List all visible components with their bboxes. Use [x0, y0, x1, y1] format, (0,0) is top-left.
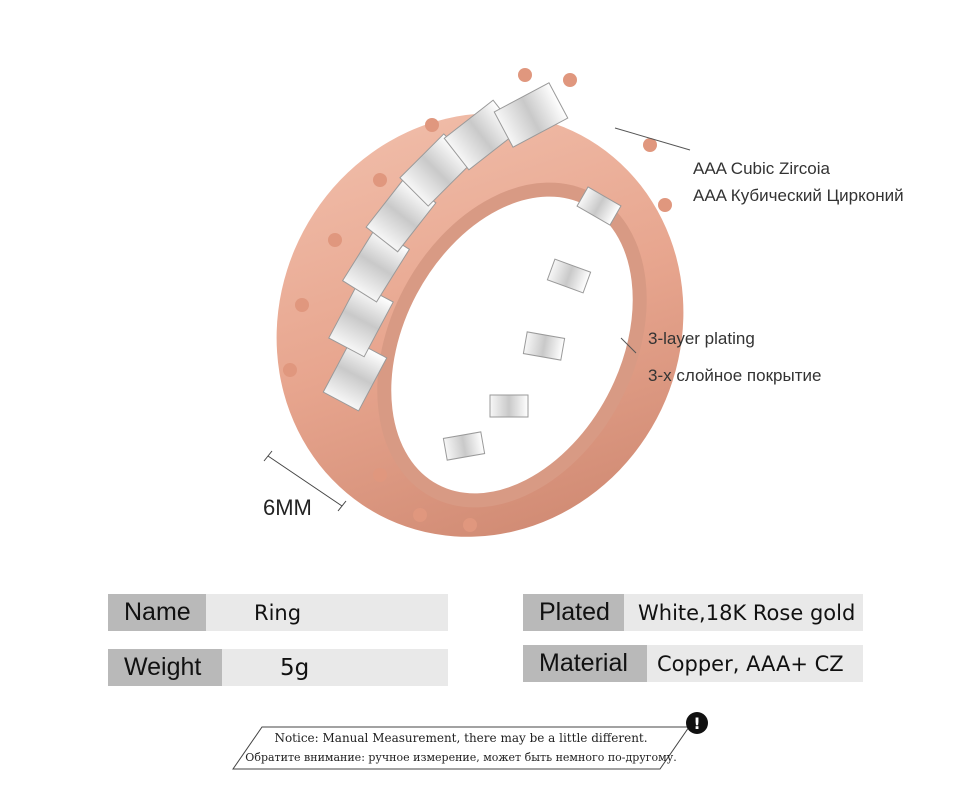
- ring-illustration: [276, 68, 684, 537]
- zircon-leader-line: [614, 127, 691, 151]
- spec-value-plated: White,18K Rose gold: [624, 594, 863, 631]
- spec-value-name: Ring: [206, 594, 448, 631]
- prongs: [283, 68, 672, 532]
- spec-value-weight: 5g: [222, 649, 448, 686]
- width-dimension-label: 6MM: [263, 495, 312, 520]
- stone-row: [322, 82, 569, 412]
- spec-row-plated: Plated White,18K Rose gold: [523, 594, 863, 631]
- plating-callout-en: 3-layer plating: [648, 329, 755, 348]
- plating-leader-line: [620, 337, 637, 354]
- spec-row-weight: Weight 5g: [108, 649, 448, 686]
- plating-callout-ru: 3-х слойное покрытие: [648, 366, 822, 385]
- spec-label-material: Material: [523, 645, 647, 682]
- spec-row-material: Material Copper, AAA+ CZ: [523, 645, 863, 682]
- zircon-callout-ru: AAA Кубический Цирконий: [693, 186, 904, 205]
- notice-frame: [232, 726, 690, 770]
- measurement-notice: Notice: Manual Measurement, there may be…: [232, 726, 690, 770]
- notice-text-en: Notice: Manual Measurement, there may be…: [274, 731, 648, 745]
- notice-text-ru: Обратите внимание: ручное измерение, мож…: [245, 751, 677, 764]
- spec-label-weight: Weight: [108, 649, 222, 686]
- zircon-callout-en: AAA Cubic Zircoia: [693, 159, 830, 178]
- spec-value-material: Copper, AAA+ CZ: [647, 645, 863, 682]
- width-dimension-line: [263, 450, 347, 512]
- exclamation-icon: !: [686, 712, 708, 734]
- spec-label-plated: Plated: [523, 594, 624, 631]
- ring-product-image: [250, 55, 710, 555]
- spec-label-name: Name: [108, 594, 206, 631]
- inner-stone-row: [442, 186, 622, 461]
- spec-row-name: Name Ring: [108, 594, 448, 631]
